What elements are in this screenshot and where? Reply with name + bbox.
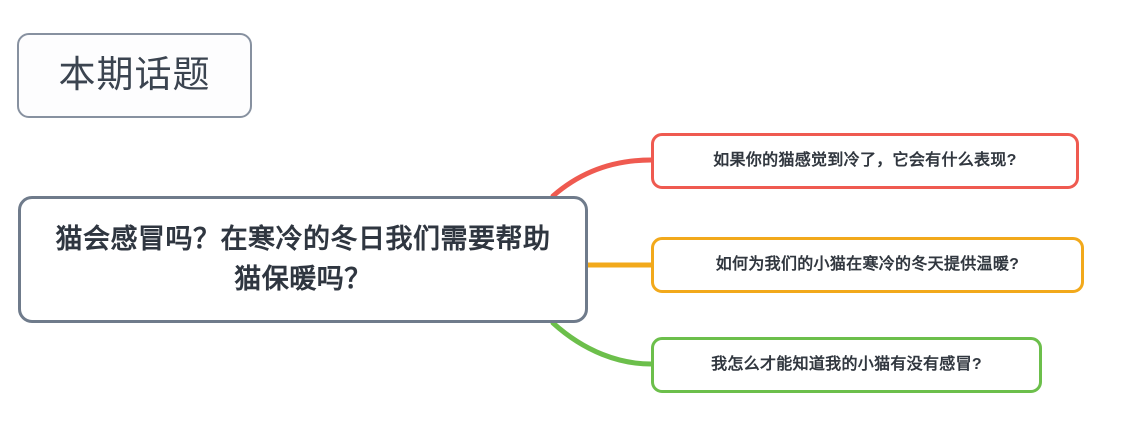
topic-header-label: 本期话题 bbox=[58, 54, 211, 96]
root-node[interactable]: 猫会感冒吗？在寒冷的冬日我们需要帮助猫保暖吗？ bbox=[18, 196, 588, 323]
branch-node-2[interactable]: 如何为我们的小猫在寒冷的冬天提供温暖? bbox=[651, 237, 1084, 293]
branch-node-3-label: 我怎么才能知道我的小猫有没有感冒? bbox=[711, 356, 982, 374]
root-node-label: 猫会感冒吗？在寒冷的冬日我们需要帮助猫保暖吗？ bbox=[55, 224, 551, 294]
branch-node-3[interactable]: 我怎么才能知道我的小猫有没有感冒? bbox=[651, 337, 1042, 393]
branch-node-2-label: 如何为我们的小猫在寒冷的冬天提供温暖? bbox=[715, 256, 1020, 274]
branch-node-1[interactable]: 如果你的猫感觉到冷了，它会有什么表现? bbox=[651, 133, 1079, 189]
topic-header-box[interactable]: 本期话题 bbox=[17, 33, 252, 118]
branch-node-1-label: 如果你的猫感觉到冷了，它会有什么表现? bbox=[713, 152, 1017, 170]
connector-branch-3 bbox=[550, 320, 654, 367]
connector-branch-1 bbox=[550, 157, 654, 199]
